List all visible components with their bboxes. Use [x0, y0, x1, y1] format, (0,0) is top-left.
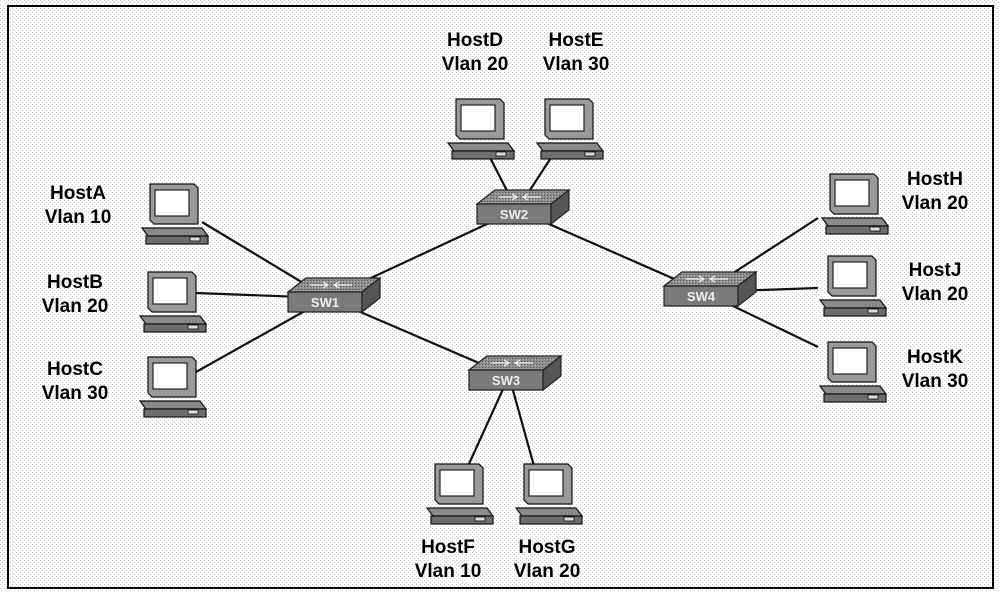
pc-screen: [154, 189, 190, 217]
host-name-label: HostH: [907, 169, 963, 190]
host-vlan-label: Vlan 10: [415, 561, 482, 582]
host-vlan-label: Vlan 20: [442, 54, 509, 75]
pc-icon: [818, 341, 888, 403]
host-hostF[interactable]: [425, 463, 495, 525]
pc-icon: [138, 271, 208, 333]
access-link-hostF: [466, 375, 511, 467]
pc-icon: [820, 173, 890, 235]
pc-screen: [460, 104, 496, 132]
pc-icon: [425, 463, 495, 525]
host-hostB[interactable]: [138, 271, 208, 333]
host-name-label: HostF: [421, 537, 475, 558]
host-vlan-label: Vlan 20: [514, 561, 581, 582]
host-hostD[interactable]: [446, 98, 516, 160]
pc-icon: [140, 183, 210, 245]
host-vlan-label: Vlan 30: [42, 383, 109, 404]
host-vlan-label: Vlan 30: [902, 371, 969, 392]
host-name-label: HostC: [47, 359, 103, 380]
switch-label: SW1: [311, 295, 339, 310]
host-vlan-label: Vlan 20: [902, 284, 969, 305]
switch-side-face: [737, 270, 757, 308]
labels-layer: HostA Vlan 10 HostB Vlan 20 HostC Vlan 30 Host…: [42, 30, 969, 582]
switch-arrows-icon: [686, 275, 728, 283]
switch-sw3[interactable]: SW3: [467, 354, 563, 392]
diagram-border: [7, 5, 994, 589]
host-vlan-label: Vlan 30: [543, 54, 610, 75]
pc-icon: [535, 98, 605, 160]
host-name-label: HostG: [519, 537, 576, 558]
host-vlan-label: Vlan 20: [42, 296, 109, 317]
pc-icon: [514, 463, 584, 525]
switch-arrows-icon: [310, 281, 352, 289]
switch-side-face: [361, 276, 381, 314]
switch-label: SW2: [500, 207, 528, 222]
switch-label: SW3: [492, 373, 520, 388]
switch-side-face: [542, 354, 562, 392]
switch-sw1[interactable]: SW1: [286, 276, 382, 314]
host-name-label: HostB: [47, 272, 103, 293]
pc-screen: [152, 362, 188, 390]
host-name-label: HostE: [549, 30, 604, 51]
host-name-label: HostD: [447, 30, 503, 51]
host-hostC[interactable]: [138, 356, 208, 418]
pc-screen: [528, 469, 564, 497]
pc-icon: [446, 98, 516, 160]
switch-arrows-icon: [491, 359, 533, 367]
pc-screen: [832, 261, 868, 289]
host-name-label: HostK: [907, 347, 963, 368]
host-name-label: HostJ: [909, 260, 962, 281]
host-hostH[interactable]: [820, 173, 890, 235]
host-hostK[interactable]: [818, 341, 888, 403]
pc-screen: [834, 179, 870, 207]
host-vlan-label: Vlan 20: [902, 193, 969, 214]
access-link-hostG: [507, 375, 536, 467]
switch-arrows-icon: [499, 193, 541, 201]
host-hostJ[interactable]: [818, 255, 888, 317]
host-hostE[interactable]: [535, 98, 605, 160]
pc-icon: [138, 356, 208, 418]
pc-screen: [832, 347, 868, 375]
pc-screen: [439, 469, 475, 497]
pc-screen: [549, 104, 585, 132]
host-hostA[interactable]: [140, 183, 210, 245]
switch-sw2[interactable]: SW2: [475, 188, 571, 226]
pc-icon: [818, 255, 888, 317]
host-vlan-label: Vlan 10: [45, 207, 112, 228]
pc-screen: [152, 277, 188, 305]
host-name-label: HostA: [50, 183, 106, 204]
switch-label: SW4: [687, 289, 716, 304]
switch-sw4[interactable]: SW4: [662, 270, 758, 308]
host-hostG[interactable]: [514, 463, 584, 525]
switch-side-face: [550, 188, 570, 226]
